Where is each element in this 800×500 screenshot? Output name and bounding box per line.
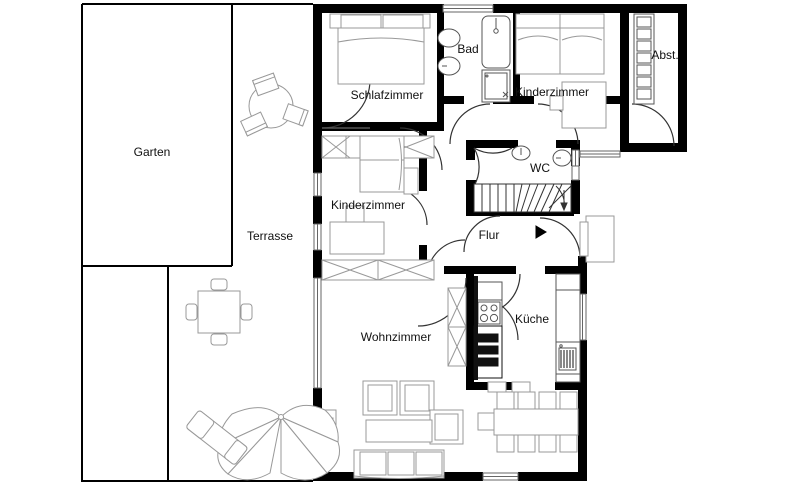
furniture-kinderzimmer-1 [515,13,607,129]
room-label-kueche: Küche [515,312,549,326]
furniture-kueche [473,273,581,383]
room-label-kinderzimmer-1: Kinderzimmer [515,85,589,99]
furniture-wohnzimmer [321,380,464,479]
staircase [473,183,572,213]
furniture-bad [437,15,511,103]
furniture-flur [535,215,615,263]
furniture-dining [477,381,579,453]
furniture-terrasse [185,72,341,481]
furniture-wc [511,145,572,167]
room-label-terrasse: Terrasse [247,229,293,243]
room-label-abstellraum: Abst. [651,48,678,62]
furniture-kinderzimmer-2 [321,135,419,255]
room-label-wc: WC [530,161,550,175]
room-label-schlafzimmer: Schlafzimmer [351,88,424,102]
furniture-wohnzimmer-shelf [447,287,467,367]
windows [313,4,621,481]
furniture-abstellraum [633,13,655,105]
room-label-garten: Garten [134,145,171,159]
room-label-kinderzimmer-2: Kinderzimmer [331,198,405,212]
room-label-flur: Flur [479,228,500,242]
outdoor-boundary [81,3,313,482]
room-label-wohnzimmer: Wohnzimmer [361,330,431,344]
room-label-bad: Bad [457,42,478,56]
furniture-wohnzimmer-wardrobe [321,259,435,281]
